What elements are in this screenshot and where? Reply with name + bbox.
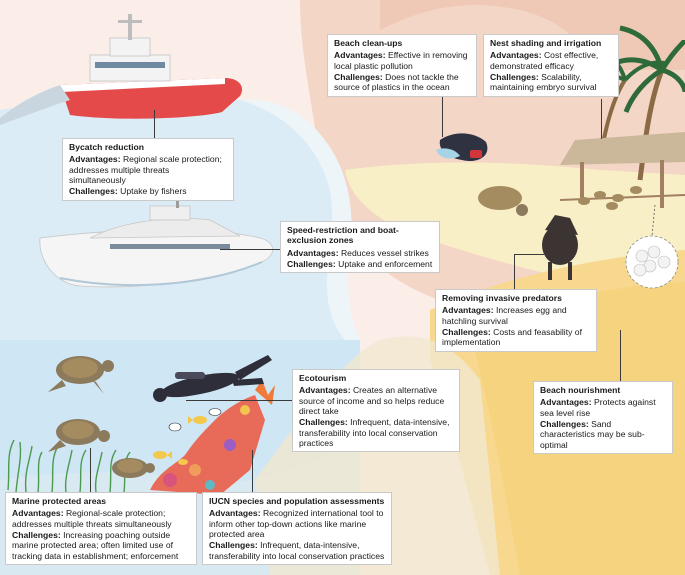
callout-challenges: Challenges: Infrequent, data-intensive, …: [299, 417, 450, 448]
leader-marine-protected: [90, 448, 91, 492]
callout-challenges: Challenges: Does not tackle the source o…: [334, 71, 459, 93]
callout-challenges: Challenges: Costs and feasability of imp…: [442, 326, 582, 348]
callout-beach-cleanups: Beach clean-ups Advantages: Effective in…: [327, 34, 477, 97]
beach-turtles: [478, 186, 642, 216]
yacht: [39, 198, 274, 288]
reef-fish: [153, 408, 222, 465]
leader-beach-cleanups: [442, 97, 443, 137]
callout-title: Marine protected areas: [12, 496, 107, 506]
callout-advantages: Advantages: Recognized international too…: [209, 508, 384, 539]
leader-invasive-predators-h: [514, 254, 544, 255]
callout-advantages: Advantages: Regional-scale protection; a…: [12, 508, 172, 529]
callout-challenges: Challenges: Uptake by fishers: [69, 186, 187, 197]
callout-advantages: Advantages: Cost effective, demonstrated…: [490, 50, 599, 71]
leader-nest-shading: [601, 99, 602, 139]
callout-challenges: Challenges: Scalability, maintaining emb…: [490, 71, 597, 93]
callout-nest-shading: Nest shading and irrigation Advantages: …: [483, 34, 619, 97]
leader-invasive-predators: [514, 254, 515, 290]
wild-boar: [542, 215, 578, 280]
callout-title: Beach clean-ups: [334, 38, 403, 48]
callout-speed-restriction: Speed-restriction and boat-exclusion zon…: [280, 221, 440, 274]
egg-nest-inset: [625, 204, 679, 289]
underwater-turtle-1: [48, 356, 114, 394]
callout-challenges: Challenges: Uptake and enforcement: [287, 258, 433, 269]
callout-bycatch-reduction: Bycatch reduction Advantages: Regional s…: [62, 138, 234, 201]
callout-title: Nest shading and irrigation: [490, 38, 602, 48]
callout-advantages: Advantages: Reduces vessel strikes: [287, 247, 429, 258]
scuba-diver: [153, 355, 272, 402]
callout-advantages: Advantages: Creates an alternative sourc…: [299, 385, 445, 416]
callout-marine-protected-areas: Marine protected areas Advantages: Regio…: [5, 492, 197, 565]
callout-title: Bycatch reduction: [69, 142, 144, 152]
callout-advantages: Advantages: Regional scale protection; a…: [69, 154, 222, 185]
callout-invasive-predators: Removing invasive predators Advantages: …: [435, 289, 597, 352]
callout-title: Beach nourishment: [540, 385, 621, 395]
callout-challenges: Challenges: Increasing poaching outside …: [12, 529, 179, 561]
callout-advantages: Advantages: Increases egg and hatchling …: [442, 305, 567, 326]
leader-ecotourism: [186, 400, 292, 401]
callout-title: IUCN species and population assessments: [209, 496, 385, 506]
leader-bycatch: [154, 110, 155, 140]
plastic-pollution: [436, 133, 488, 162]
callout-title: Removing invasive predators: [442, 293, 562, 303]
callout-title: Speed-restriction and boat-exclusion zon…: [287, 225, 399, 246]
callout-iucn-assessments: IUCN species and population assessments …: [202, 492, 392, 565]
callout-title: Ecotourism: [299, 373, 347, 383]
callout-challenges: Challenges: Infrequent, data-intensive, …: [209, 540, 385, 561]
callout-beach-nourishment: Beach nourishment Advantages: Protects a…: [533, 381, 673, 454]
fishing-boat: [0, 14, 243, 125]
callout-advantages: Advantages: Effective in removing local …: [334, 50, 468, 71]
wave-foam: [240, 99, 362, 345]
underwater-turtle-3: [112, 458, 155, 478]
leader-iucn: [252, 450, 253, 492]
callout-advantages: Advantages: Protects against sea level r…: [540, 397, 656, 418]
coral-reef: [150, 380, 275, 495]
underwater-turtle-2: [48, 419, 110, 452]
callout-ecotourism: Ecotourism Advantages: Creates an altern…: [292, 369, 460, 453]
leader-beach-nourishment: [620, 330, 621, 382]
leader-speed-restriction: [220, 249, 280, 250]
callout-challenges: Challenges: Sand characteristics may be …: [540, 418, 645, 450]
